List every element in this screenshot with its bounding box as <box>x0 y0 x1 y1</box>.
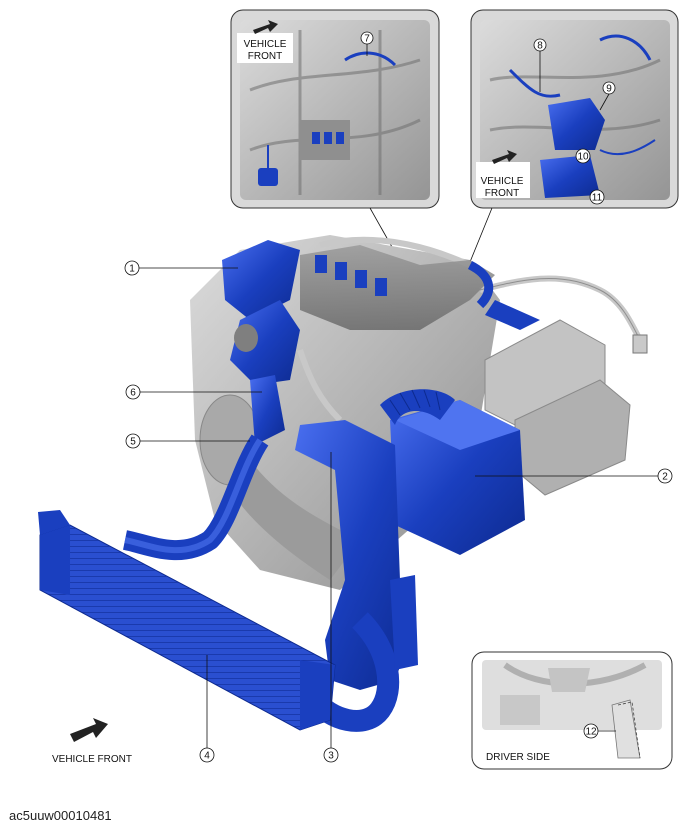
callout-1: 1 <box>129 264 135 275</box>
callout-3: 3 <box>328 751 334 762</box>
vehicle-front-arrow-icon <box>492 150 517 164</box>
vehicle-front-label-line2: FRONT <box>248 51 282 62</box>
blue-valve-11 <box>540 155 600 198</box>
callout-10: 10 <box>577 152 589 163</box>
vehicle-front-label-line1: VEHICLE <box>244 39 287 50</box>
cylinder-head-cover-1 <box>222 240 300 320</box>
callout-12: 12 <box>585 727 597 738</box>
blue-hose <box>467 260 494 309</box>
blue-part-inset <box>258 168 278 186</box>
inset-driver-side: 12 DRIVER SIDE <box>471 651 673 770</box>
blue-valve-10 <box>548 98 605 150</box>
callouts-main: 1 2 6 5 3 4 <box>124 260 673 763</box>
air-hose-corrugated <box>380 389 455 425</box>
inset-top-right: VEHICLE FRONT 8 9 10 11 <box>470 9 679 209</box>
vehicle-front-label: VEHICLE FRONT <box>52 754 132 765</box>
callout-6: 6 <box>130 388 136 399</box>
vehicle-front-arrow-icon <box>253 20 278 34</box>
inset-engine-photo <box>240 20 430 200</box>
intercooler-outlet-hose <box>306 612 400 732</box>
inset-top-left: VEHICLE FRONT 7 <box>230 9 440 209</box>
driver-side-label: DRIVER SIDE <box>486 752 550 763</box>
vehicle-front-label-line2: FRONT <box>485 188 519 199</box>
callout-2: 2 <box>662 472 668 483</box>
blue-hose-7 <box>344 51 397 67</box>
callout-7: 7 <box>364 34 370 45</box>
connector <box>632 334 648 354</box>
vehicle-front-bottom: VEHICLE FRONT <box>52 718 132 765</box>
vehicle-front-arrow-icon <box>70 718 108 742</box>
callout-4: 4 <box>204 751 210 762</box>
vehicle-front-label-bg <box>237 33 293 63</box>
callout-11: 11 <box>592 193 603 204</box>
callout-8: 8 <box>537 41 543 52</box>
air-duct-3 <box>295 420 410 690</box>
callout-5: 5 <box>130 437 136 448</box>
main-engine <box>38 235 648 732</box>
figure-id: ac5uuw00010481 <box>9 808 112 823</box>
vehicle-front-label-line1: VEHICLE <box>481 176 524 187</box>
callout-9: 9 <box>606 84 612 95</box>
inset-pointer <box>469 207 493 263</box>
turbocharger-6 <box>230 300 300 385</box>
